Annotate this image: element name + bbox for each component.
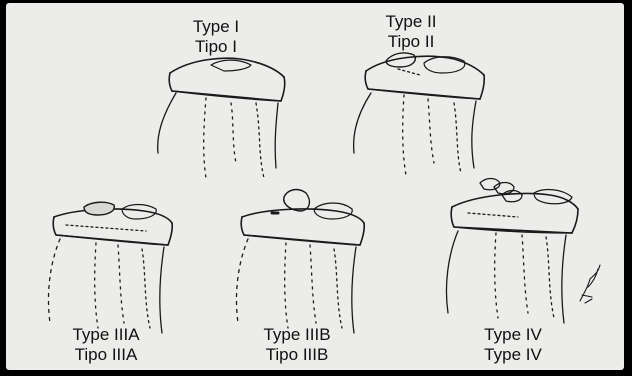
label-type-iv: Type IV Type IV bbox=[468, 325, 558, 365]
label-type-iiia-es: Tipo IIIA bbox=[56, 345, 156, 365]
knee-drawing-type-iiib bbox=[236, 190, 364, 333]
label-type-i-en: Type I bbox=[181, 17, 251, 37]
illustration-svg bbox=[6, 3, 624, 370]
label-type-iv-en: Type IV bbox=[468, 325, 558, 345]
label-type-iiia-en: Type IIIA bbox=[56, 325, 156, 345]
knee-drawing-type-iiia bbox=[48, 202, 172, 333]
knee-drawing-type-iv bbox=[446, 179, 578, 324]
label-type-ii-en: Type II bbox=[376, 12, 446, 32]
label-type-ii-es: Tipo II bbox=[376, 32, 446, 52]
label-type-iiib: Type IIIB Tipo IIIB bbox=[247, 325, 347, 365]
knee-drawing-type-i bbox=[158, 58, 285, 178]
label-type-iv-es: Type IV bbox=[468, 345, 558, 365]
label-type-iiib-en: Type IIIB bbox=[247, 325, 347, 345]
label-type-ii: Type II Tipo II bbox=[376, 12, 446, 52]
artist-signature bbox=[580, 265, 600, 303]
knee-drawing-type-ii bbox=[354, 53, 485, 175]
label-type-i-es: Tipo I bbox=[181, 37, 251, 57]
figure-paper: Type I Tipo I Type II Tipo II Type IIIA … bbox=[6, 3, 624, 370]
label-type-iiib-es: Tipo IIIB bbox=[247, 345, 347, 365]
label-type-i: Type I Tipo I bbox=[181, 17, 251, 57]
label-type-iiia: Type IIIA Tipo IIIA bbox=[56, 325, 156, 365]
